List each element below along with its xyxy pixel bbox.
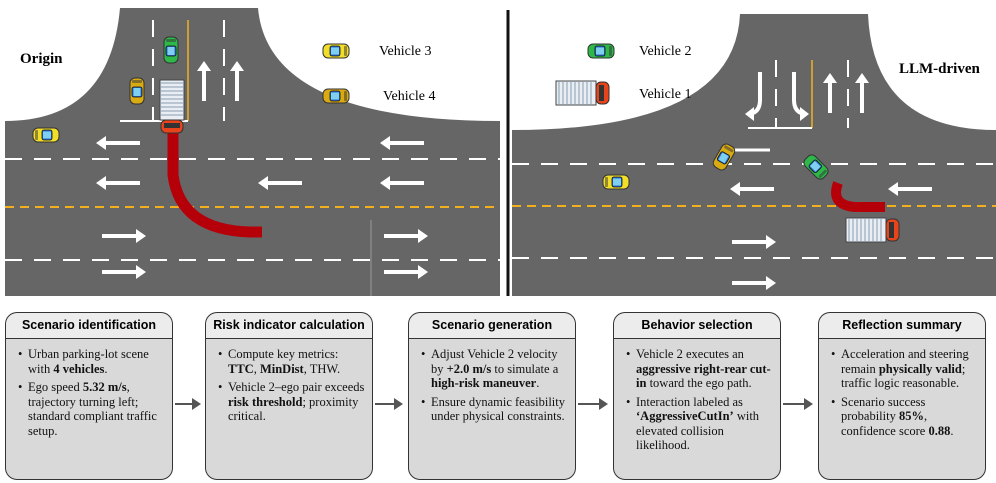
panel-title: Behavior selection: [613, 312, 781, 338]
traffic-scene-illustration: Origin Vehicle 3 Vehicle 4: [5, 8, 996, 296]
llm-driven-scene: Vehicle 2 Vehicle 1 LLM-driven: [512, 14, 996, 296]
bullet-text: Ego speed: [28, 380, 83, 394]
bullet-text: to simulate a: [491, 361, 559, 376]
bullet-text: Urban parking-lot scene with: [28, 347, 149, 376]
legend-vehicle1-icon: [555, 80, 610, 106]
panel-bullet: Adjust Vehicle 2 velocity by +2.0 m/s to…: [421, 347, 569, 391]
vehicle1-truck-icon: [159, 79, 185, 134]
bullet-text: , confidence score: [841, 409, 929, 438]
bullet-bold-text: aggressive right-rear cut-in: [636, 361, 771, 391]
panel-bullet: Vehicle 2–ego pair exceeds risk threshol…: [218, 380, 366, 424]
bullet-text: .: [950, 423, 954, 438]
vehicle1-truck-icon: [845, 217, 900, 243]
bullet-bold-text: 4 vehicles: [53, 361, 105, 376]
legend-vehicle4-label: Vehicle 4: [383, 89, 435, 104]
bullet-text: Acceleration and steering remain: [841, 347, 969, 376]
panel-bullet: Interaction labeled as ‘AggressiveCutIn’…: [626, 394, 774, 453]
bullet-text: , THW.: [303, 361, 341, 376]
panel-reflection-summary: Reflection summary Acceleration and stee…: [818, 312, 986, 480]
ego-trajectory: [831, 181, 885, 212]
bullet-bold-text: MinDist: [259, 361, 304, 376]
origin-label: Origin: [20, 51, 63, 67]
bullet-text: Adjust Vehicle 2 velocity by: [431, 347, 558, 376]
bullet-text: ,: [253, 361, 260, 376]
legend-vehicle1-label: Vehicle 1: [639, 87, 691, 102]
bullet-text: .: [536, 376, 540, 390]
bullet-text: with elevated collision likelihood.: [636, 409, 760, 452]
bullet-bold-text: risk threshold: [228, 394, 303, 409]
bullet-bold-text: 85%: [898, 409, 924, 423]
panel-bullet: Vehicle 2 executes an aggressive right-r…: [626, 347, 774, 391]
bullet-bold-text: +2.0 m/s: [446, 361, 492, 376]
bullet-bold-text: high-risk maneuver: [431, 376, 537, 390]
vehicle4-car-icon: [129, 77, 145, 105]
panel-body: Vehicle 2 executes an aggressive right-r…: [613, 338, 781, 480]
road-surface: [512, 14, 996, 296]
legend-vehicle4-icon: [322, 88, 350, 104]
flow-arrow-icon: [175, 398, 201, 410]
panel-title: Reflection summary: [818, 312, 986, 338]
legend-vehicle3-label: Vehicle 3: [379, 44, 431, 59]
panel-title: Risk indicator calculation: [205, 312, 373, 338]
bullet-bold-text: 5.32 m/s: [82, 380, 127, 394]
lane-arrow-left-turn-icon: [745, 107, 754, 121]
panel-body: Acceleration and steering remain physica…: [818, 338, 986, 480]
panel-body: Compute key metrics: TTC, MinDist, THW. V…: [205, 338, 373, 480]
lane-arrow-right-turn-icon: [800, 107, 809, 121]
bullet-text: ; proximity critical.: [228, 394, 359, 424]
bullet-bold-text: ‘AggressiveCutIn’: [636, 409, 734, 423]
panel-bullet: Ego speed 5.32 m/s, trajectory turning l…: [18, 380, 166, 438]
bullet-bold-text: TTC: [228, 361, 254, 376]
panel-title: Scenario generation: [408, 312, 576, 338]
flow-arrow-icon: [783, 398, 813, 410]
bullet-bold-text: 0.88: [928, 423, 951, 438]
origin-scene: Origin Vehicle 3 Vehicle 4: [5, 8, 500, 296]
panel-bullet: Compute key metrics: TTC, MinDist, THW.: [218, 347, 366, 376]
llm-driven-label: LLM-driven: [899, 61, 980, 77]
panel-behavior-selection: Behavior selection Vehicle 2 executes an…: [613, 312, 781, 480]
bullet-text: Interaction labeled as: [636, 394, 743, 409]
panel-bullet: Urban parking-lot scene with 4 vehicles.: [18, 347, 166, 376]
bullet-text: Ensure dynamic feasibility under physica…: [431, 394, 565, 424]
panel-body: Urban parking-lot scene with 4 vehicles.…: [5, 338, 173, 480]
panel-risk-indicator-calculation: Risk indicator calculation Compute key m…: [205, 312, 373, 480]
panel-body: Adjust Vehicle 2 velocity by +2.0 m/s to…: [408, 338, 576, 480]
bullet-text: ; traffic logic reasonable.: [841, 361, 966, 391]
bullet-text: .: [104, 361, 108, 376]
bullet-text: Vehicle 2–ego pair exceeds: [228, 380, 365, 394]
flow-arrow-icon: [578, 398, 608, 410]
bullet-text: Vehicle 2 executes an: [636, 347, 744, 361]
panel-scenario-identification: Scenario identification Urban parking-lo…: [5, 312, 173, 480]
bullet-text: Scenario success probability: [841, 394, 926, 424]
vehicle3-car-icon: [602, 174, 630, 190]
legend-vehicle2-icon: [587, 43, 615, 59]
vehicle2-car-icon: [163, 36, 179, 64]
panel-scenario-generation: Scenario generation Adjust Vehicle 2 vel…: [408, 312, 576, 480]
legend-vehicle2-label: Vehicle 2: [639, 44, 691, 59]
bullet-text: toward the ego path.: [646, 376, 752, 390]
panel-bullet: Acceleration and steering remain physica…: [831, 347, 979, 391]
panel-title: Scenario identification: [5, 312, 173, 338]
panel-bullet: Ensure dynamic feasibility under physica…: [421, 394, 569, 424]
panel-bullet: Scenario success probability 85%, confid…: [831, 394, 979, 439]
bullet-bold-text: physically valid: [878, 361, 962, 376]
bullet-text: , trajectory turning left; standard comp…: [28, 380, 157, 438]
ego-trajectory: [167, 130, 262, 238]
bullet-text: Compute key metrics:: [228, 347, 339, 361]
flow-arrow-icon: [375, 398, 403, 410]
road-surface: [5, 8, 500, 296]
vehicle3-car-icon: [32, 127, 60, 143]
legend-vehicle3-icon: [322, 43, 350, 59]
